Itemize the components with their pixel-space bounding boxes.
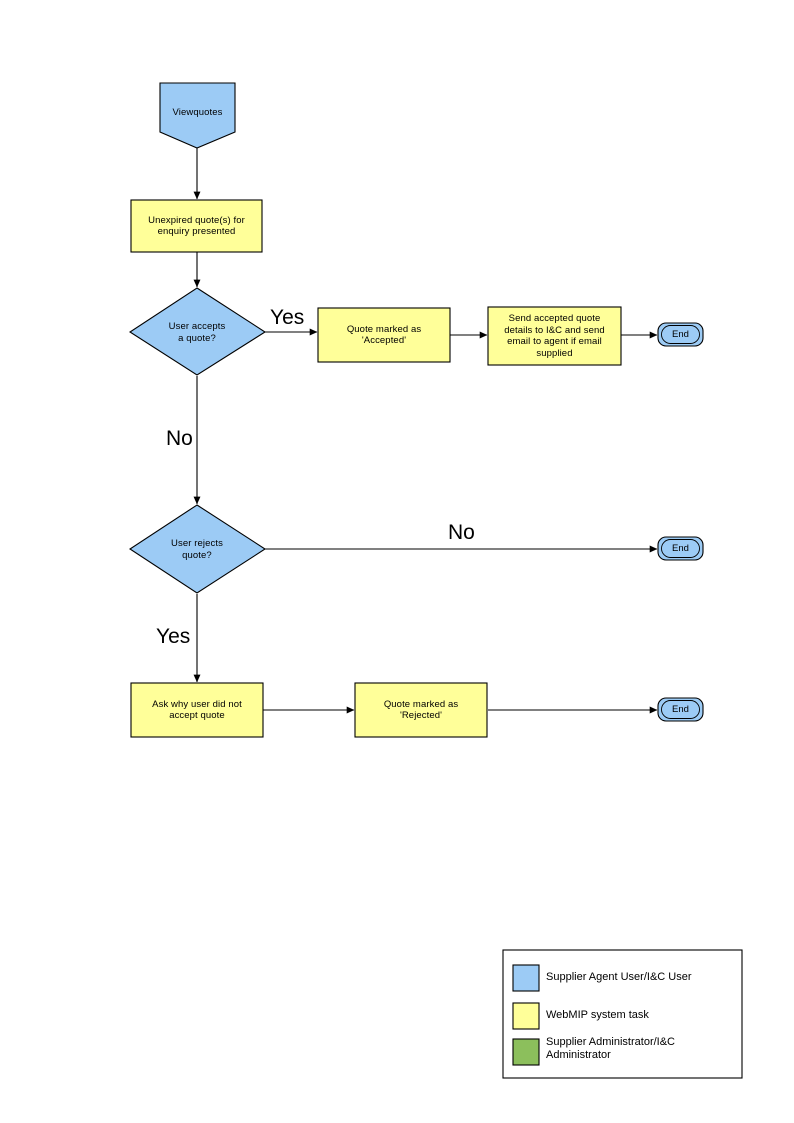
node-unexpired-quotes[interactable] bbox=[130, 199, 263, 253]
node-decision-user-accepts[interactable] bbox=[128, 287, 267, 376]
node-end-3-label: End bbox=[672, 704, 689, 715]
legend-label-supplier-admin: Supplier Administrator/I&C Administrator bbox=[546, 1036, 736, 1062]
node-ask-why[interactable] bbox=[130, 682, 264, 738]
legend-swatch-webmip-system bbox=[512, 1002, 540, 1030]
edge-label-rejects-no: No bbox=[448, 521, 475, 544]
node-end-2[interactable] bbox=[657, 536, 704, 561]
legend-label-supplier-agent: Supplier Agent User/I&C User bbox=[546, 971, 692, 983]
edge-label-accepts-yes: Yes bbox=[270, 306, 305, 329]
node-end-1-label: End bbox=[672, 329, 689, 340]
node-send-accepted-details[interactable] bbox=[487, 306, 622, 366]
legend-swatch-supplier-agent bbox=[512, 964, 540, 992]
node-quote-marked-rejected[interactable] bbox=[354, 682, 488, 738]
edge-label-accepts-no: No bbox=[166, 427, 193, 450]
legend-swatch-supplier-admin bbox=[512, 1038, 540, 1066]
legend-box bbox=[502, 949, 743, 1079]
node-start-viewquotes[interactable] bbox=[159, 82, 236, 149]
node-end-3[interactable] bbox=[657, 697, 704, 722]
node-end-2-label: End bbox=[672, 543, 689, 554]
edge-label-rejects-yes: Yes bbox=[156, 625, 191, 648]
node-end-1[interactable] bbox=[657, 322, 704, 347]
legend-label-supplier-admin-line-1: Supplier Administrator/I&C bbox=[546, 1036, 675, 1048]
legend-label-webmip-system: WebMIP system task bbox=[546, 1009, 649, 1021]
legend-label-supplier-admin-line-2: Administrator bbox=[546, 1049, 611, 1061]
node-quote-marked-accepted[interactable] bbox=[317, 307, 451, 363]
connectors bbox=[193, 148, 658, 714]
node-decision-user-rejects[interactable] bbox=[128, 504, 267, 594]
